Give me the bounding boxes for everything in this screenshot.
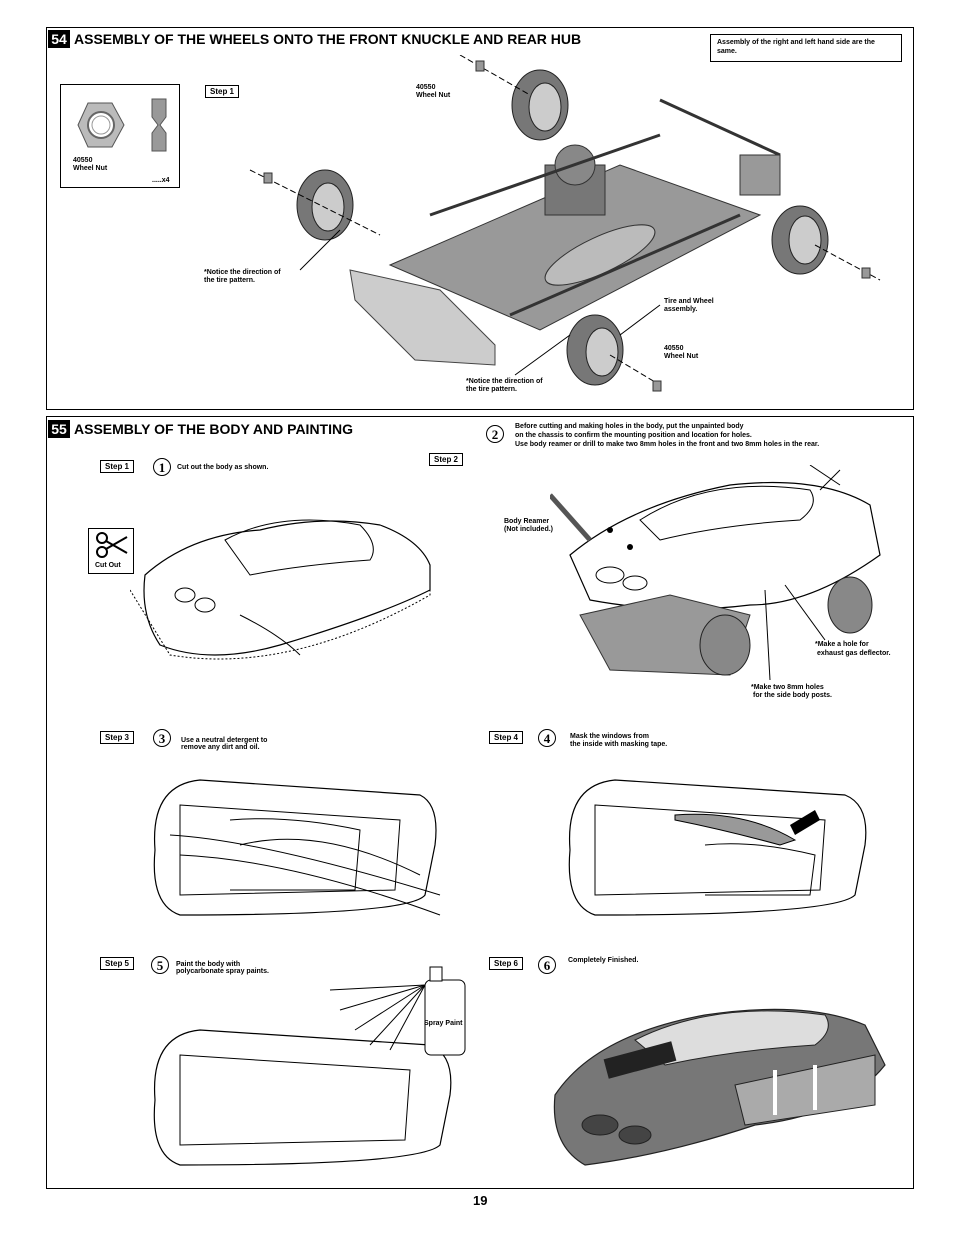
part-box bbox=[60, 84, 180, 188]
wheel-left bbox=[296, 169, 354, 241]
s55-step-6: Step 6 bbox=[489, 957, 524, 970]
hole-side-1: *Make two 8mm holes bbox=[751, 684, 824, 691]
chassis-assembly-illustration bbox=[249, 55, 881, 392]
step-2-text-3: Use body reamer or drill to make two 8mm… bbox=[515, 441, 820, 448]
step-3-number: 3 bbox=[153, 729, 171, 747]
wheel-right bbox=[771, 205, 829, 275]
notice-bottom-2: the tire pattern. bbox=[466, 386, 517, 393]
cut-out-box: Cut Out bbox=[88, 528, 134, 574]
step-6-number: 6 bbox=[538, 956, 556, 974]
step-4-number: 4 bbox=[538, 729, 556, 747]
step-5-text-1: Paint the body with bbox=[176, 961, 241, 968]
hole-exhaust-2: exhaust gas deflector. bbox=[817, 650, 891, 657]
s55-step-5: Step 5 bbox=[100, 957, 135, 970]
hole-side-2: for the side body posts. bbox=[753, 692, 832, 699]
step-3-text-2: remove any dirt and oil. bbox=[181, 744, 260, 751]
finished-body-illustration bbox=[553, 1008, 886, 1166]
page-number: 19 bbox=[473, 1193, 488, 1208]
notice-bottom-1: *Notice the direction of bbox=[466, 378, 543, 385]
hole-exhaust-1: *Make a hole for bbox=[815, 641, 869, 648]
nut-top-name: Wheel Nut bbox=[416, 92, 451, 99]
notice-left-1: *Notice the direction of bbox=[204, 269, 281, 276]
notice-left-2: the tire pattern. bbox=[204, 277, 255, 284]
step-4-text-2: the inside with masking tape. bbox=[570, 741, 668, 748]
step-1-number: 1 bbox=[153, 458, 171, 476]
wheel-top bbox=[511, 69, 569, 141]
s55-step-4: Step 4 bbox=[489, 731, 524, 744]
step-5-text-2: polycarbonate spray paints. bbox=[176, 968, 269, 975]
section-54-number: 54 bbox=[48, 30, 70, 48]
section-54-title: ASSEMBLY OF THE WHEELS ONTO THE FRONT KN… bbox=[74, 31, 582, 47]
step-2-text-1: Before cutting and making holes in the b… bbox=[515, 423, 744, 430]
step-6-text-1: Completely Finished. bbox=[568, 957, 639, 964]
step-3-text-1: Use a neutral detergent to bbox=[181, 737, 268, 744]
wheel-nut-icon bbox=[77, 98, 167, 152]
scissors-icon bbox=[96, 532, 128, 558]
step-1-text: Cut out the body as shown. bbox=[177, 464, 269, 471]
cut-out-label: Cut Out bbox=[95, 562, 121, 569]
body-on-chassis-illustration bbox=[550, 465, 881, 681]
step-2-text-2: on the chassis to confirm the mounting p… bbox=[515, 432, 752, 439]
nut-top-code: 40550 bbox=[416, 84, 436, 91]
part-qty: .....x4 bbox=[152, 177, 170, 184]
body-mask-illustration bbox=[568, 779, 867, 916]
nut-bottom-name: Wheel Nut bbox=[664, 353, 699, 360]
section-54-note: Assembly of the right and left hand side… bbox=[717, 39, 875, 55]
tire-wheel-2: assembly. bbox=[664, 306, 698, 313]
section-55-number: 55 bbox=[48, 420, 70, 438]
wheel-bottom bbox=[566, 314, 624, 386]
part-name: Wheel Nut bbox=[73, 165, 108, 172]
section-55-panel bbox=[46, 416, 914, 1189]
body-cut-illustration bbox=[130, 519, 431, 660]
nut-bottom-code: 40550 bbox=[664, 345, 684, 352]
step-4-text-1: Mask the windows from bbox=[570, 733, 649, 740]
section-54-note-box: Assembly of the right and left hand side… bbox=[710, 34, 902, 62]
tire-wheel-1: Tire and Wheel bbox=[664, 298, 714, 305]
step-2-number: 2 bbox=[486, 425, 504, 443]
body-wash-illustration bbox=[153, 779, 441, 916]
section-54-panel bbox=[46, 27, 914, 410]
s55-step-1: Step 1 bbox=[100, 460, 135, 473]
part-code: 40550 bbox=[73, 157, 93, 164]
step-5-number: 5 bbox=[151, 956, 169, 974]
reamer-label-1: Body Reamer bbox=[504, 518, 550, 525]
s55-step-3: Step 3 bbox=[100, 731, 135, 744]
spray-paint-label: Spray Paint bbox=[424, 1020, 463, 1027]
spray-paint-illustration bbox=[153, 966, 466, 1166]
s55-step-2: Step 2 bbox=[429, 453, 464, 466]
section-55-title: ASSEMBLY OF THE BODY AND PAINTING bbox=[74, 421, 353, 437]
reamer-label-2: (Not included.) bbox=[504, 526, 553, 533]
s54-step-1: Step 1 bbox=[205, 85, 240, 98]
